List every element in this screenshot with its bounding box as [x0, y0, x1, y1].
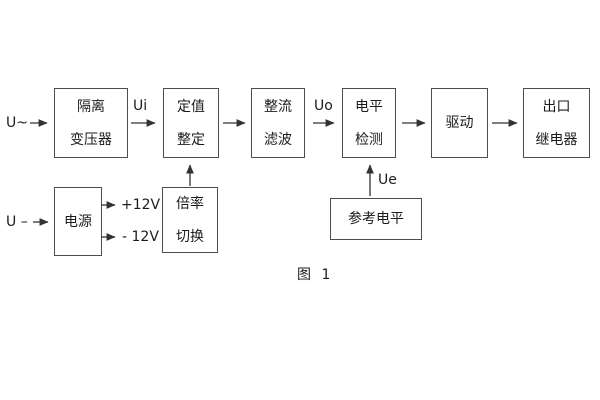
label-minus-12v: - 12V: [122, 229, 159, 245]
block-label: 出口: [542, 98, 571, 115]
block-label: 定值: [177, 98, 205, 115]
block-power-supply: 电源: [54, 187, 102, 256]
block-label: 切换: [176, 228, 204, 245]
block-rectify-filter: 整流 滤波: [251, 88, 305, 158]
block-drive: 驱动: [431, 88, 488, 158]
block-label: 驱动: [445, 115, 474, 131]
label-dc-input: U –: [6, 214, 28, 230]
block-label: 参考电平: [348, 211, 404, 227]
block-label: 整定: [177, 131, 205, 148]
label-uo-signal: Uo: [314, 98, 333, 114]
block-label: 变压器: [70, 131, 112, 148]
block-level-detect: 电平 检测: [342, 88, 396, 158]
block-label: 继电器: [535, 131, 578, 148]
block-label: 检测: [355, 131, 383, 148]
block-label: 隔离: [77, 98, 105, 115]
label-plus-12v: +12V: [121, 197, 161, 213]
block-label: 整流: [264, 98, 292, 115]
block-ratio-switch: 倍率 切换: [162, 187, 218, 253]
block-label: 电平: [355, 98, 383, 115]
block-label: 滤波: [264, 131, 292, 148]
block-setting-adjust: 定值 整定: [163, 88, 219, 158]
block-output-relay: 出口 继电器: [523, 88, 590, 158]
label-ac-input: U~: [6, 115, 28, 131]
block-reference-level: 参考电平: [330, 198, 422, 240]
block-label: 倍率: [176, 195, 204, 212]
block-label: 电源: [64, 213, 92, 230]
figure-caption: 图 1: [297, 267, 334, 283]
label-ue-signal: Ue: [378, 172, 397, 188]
block-isolation-transformer: 隔离 变压器: [54, 88, 128, 158]
label-ui-signal: Ui: [133, 98, 148, 114]
